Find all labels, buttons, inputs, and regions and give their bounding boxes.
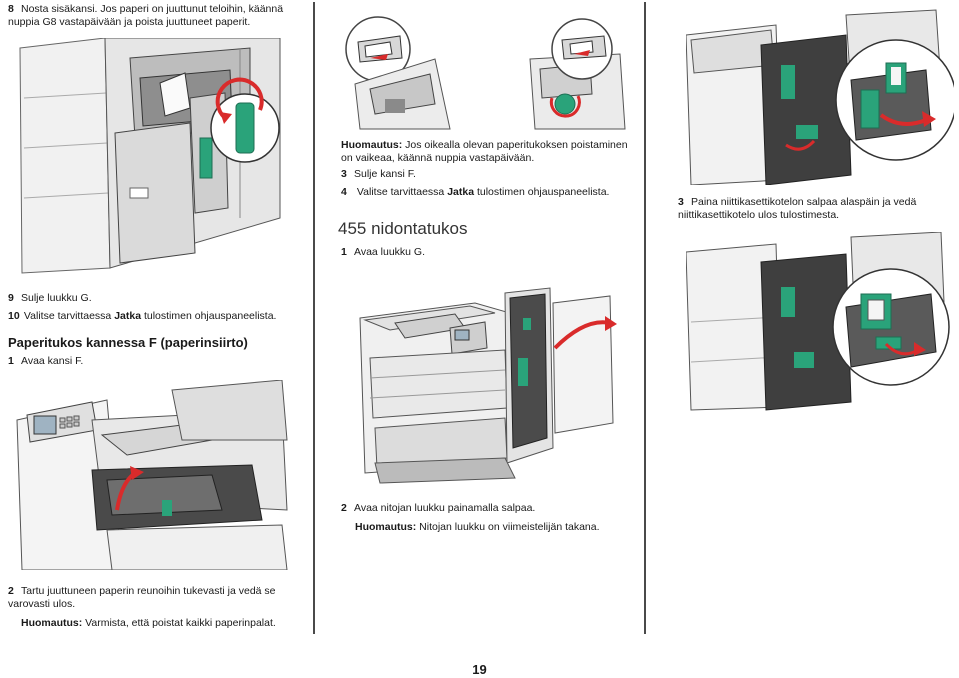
illustration-printer-door-g-open: [355, 278, 630, 493]
note-label: Huomautus:: [341, 139, 403, 151]
step-close-cover-f: 3 Sulje kansi F.: [341, 168, 416, 181]
step-number: 2: [341, 502, 347, 514]
step-text: Avaa kansi F.: [21, 355, 84, 367]
note-text: Jos oikealla olevan paperitukoksen poist…: [341, 139, 628, 164]
step-10: 10 Valitse tarvittaessa Jatka tulostimen…: [8, 310, 276, 323]
step-number: 1: [341, 246, 347, 258]
step-text-pre: Valitse tarvittaessa: [23, 310, 115, 322]
step-number: 9: [8, 292, 14, 304]
note-remove-pieces: Huomautus: Varmista, että poistat kaikki…: [21, 617, 276, 630]
step-number: 3: [341, 168, 347, 180]
step-number: 10: [8, 310, 20, 322]
note-label: Huomautus:: [355, 521, 417, 533]
note-stapler-door: Huomautus: Nitojan luukku on viimeisteli…: [355, 521, 600, 534]
step-text: Paina niittikasettikotelon salpaa alaspä…: [678, 196, 917, 221]
step-text-pre: Valitse tarvittaessa: [356, 186, 448, 198]
column-divider-left: [313, 2, 315, 634]
step-number: 2: [8, 585, 14, 597]
step-text: Avaa luukku G.: [354, 246, 426, 258]
step-text: Tartu juuttuneen paperin reunoihin tukev…: [8, 585, 276, 610]
page-number: 19: [472, 662, 487, 677]
note-text: Nitojan luukku on viimeistelijän takana.: [416, 521, 600, 533]
step-continue: 4 Valitse tarvittaessa Jatka tulostimen …: [341, 186, 609, 199]
step-open-door-g: 1 Avaa luukku G.: [341, 246, 425, 259]
note-text: Varmista, että poistat kaikki paperinpal…: [82, 617, 276, 629]
illustration-cover-f-open: [12, 380, 290, 570]
step-text: Sulje kansi F.: [354, 168, 416, 180]
illustration-finisher-knob-g8: [10, 38, 288, 278]
note-label: Huomautus:: [21, 617, 83, 629]
step-text: Sulje luukku G.: [21, 292, 92, 304]
illustration-staple-cartridge-pull: [686, 232, 954, 412]
step-text: Nosta sisäkansi. Jos paperi on juuttunut…: [8, 3, 284, 28]
step-9: 9 Sulje luukku G.: [8, 292, 92, 305]
column-divider-right: [644, 2, 646, 634]
section-heading-staple-jam: 455 nidontatukos: [338, 219, 468, 238]
illustration-staple-latch-press: [686, 5, 954, 185]
step-number: 1: [8, 355, 14, 367]
step-text-bold: Jatka: [447, 186, 475, 198]
section-heading-cover-f: Paperitukos kannessa F (paperinsiirto): [8, 335, 248, 350]
step-text-post: tulostimen ohjauspaneelista.: [141, 310, 277, 322]
step-number: 8: [8, 3, 14, 15]
step-open-stapler-door: 2 Avaa nitojan luukku painamalla salpaa.: [341, 502, 535, 515]
step-text-bold: Jatka: [114, 310, 142, 322]
step-number: 3: [678, 196, 684, 208]
step-f1: 1 Avaa kansi F.: [8, 355, 83, 368]
illustration-knob-counterclockwise: [330, 4, 630, 134]
note-knob: Huomautus: Jos oikealla olevan paperituk…: [341, 139, 631, 165]
step-text-post: tulostimen ohjauspaneelista.: [474, 186, 610, 198]
step-text: Avaa nitojan luukku painamalla salpaa.: [354, 502, 536, 514]
step-number: 4: [341, 186, 347, 198]
